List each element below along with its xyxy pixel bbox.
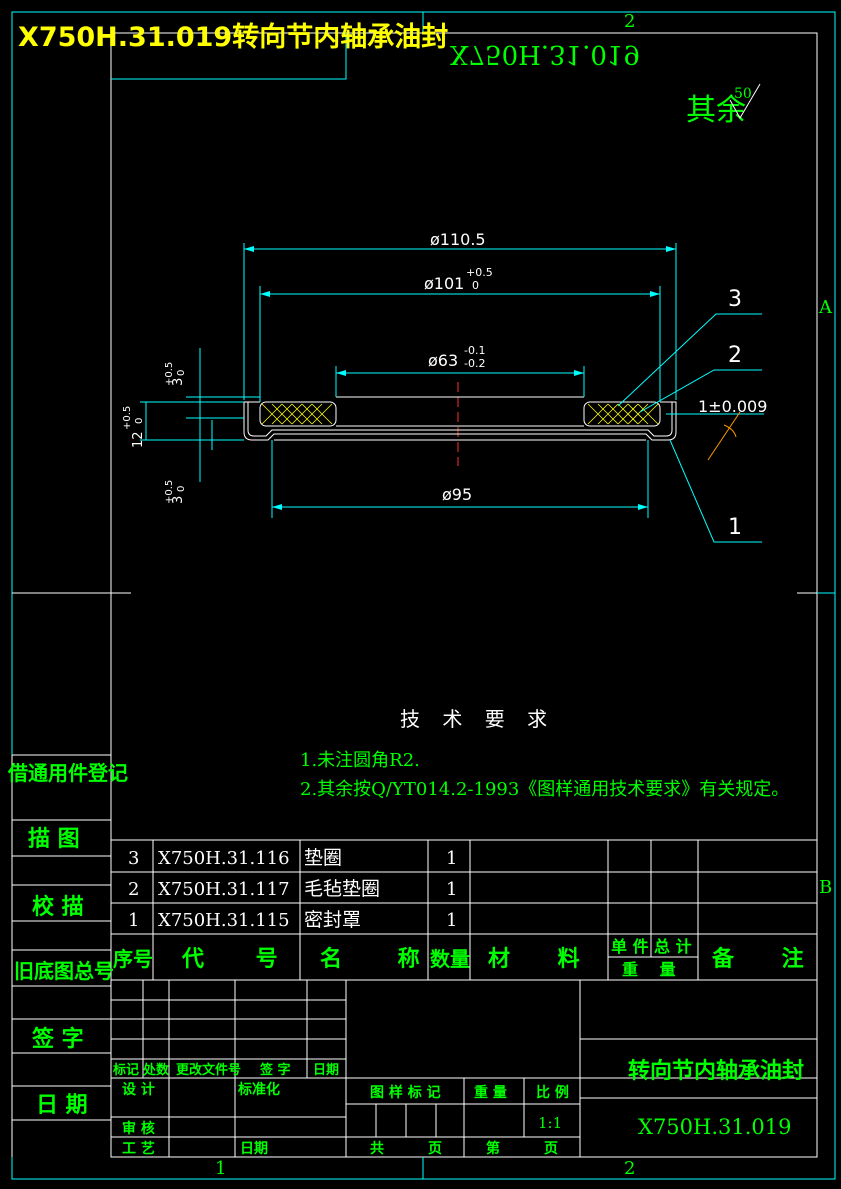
seal-cover bbox=[243, 401, 677, 441]
dim-d4: ø95 bbox=[442, 485, 472, 504]
dim-d3: ø63 bbox=[428, 351, 458, 370]
tb-scale-value: 1:1 bbox=[538, 1114, 562, 1132]
bom-row-2-no: 2 bbox=[128, 879, 139, 900]
bom-row-1-code: X750H.31.115 bbox=[158, 910, 290, 931]
roughness-symbol-icon bbox=[729, 83, 761, 120]
svg-text:0: 0 bbox=[134, 418, 145, 424]
bom-header-unit: 单 件 bbox=[611, 937, 649, 956]
mirror-code-box bbox=[111, 33, 347, 80]
page-title: X750H.31.019转向节内轴承油封 bbox=[18, 21, 448, 53]
tb-standard: 标准化 bbox=[237, 1081, 280, 1098]
bom-row-2-name: 毛毡垫圈 bbox=[304, 878, 380, 900]
tb-review: 审 核 bbox=[122, 1120, 155, 1137]
bom-header-remark: 备 注 bbox=[711, 946, 824, 972]
bom-row-3-name: 垫圈 bbox=[304, 847, 342, 869]
callout-leader-1 bbox=[669, 439, 762, 543]
bom-row-3-qty: 1 bbox=[446, 848, 457, 869]
bom-header-qty: 数量 bbox=[430, 947, 470, 971]
callout-leader-3 bbox=[617, 313, 762, 407]
tb-part-name: 转向节内轴承油封 bbox=[628, 1058, 804, 1084]
rev-h-count: 处数 bbox=[142, 1062, 170, 1078]
bom-header-no: 序号 bbox=[113, 947, 153, 971]
inner-frame bbox=[110, 32, 818, 1158]
bom-row-2-code: X750H.31.117 bbox=[158, 879, 290, 900]
tb-weight: 重 量 bbox=[474, 1084, 507, 1101]
dim-h2: 12 bbox=[131, 431, 146, 448]
side-label-1: 描 图 bbox=[28, 826, 80, 852]
tb-total: 共 bbox=[370, 1140, 384, 1157]
bom-header-total: 总 计 bbox=[654, 937, 692, 956]
side-label-0: 借通用件登记 bbox=[7, 761, 128, 785]
tech-req-item-1: 1.未注圆角R2. bbox=[300, 750, 420, 771]
bom-table: 3 X750H.31.116 垫圈 1 2 X750H.31.117 毛毡垫圈 … bbox=[111, 839, 824, 981]
dim-h1: 3 bbox=[171, 378, 186, 386]
svg-text:0: 0 bbox=[176, 486, 187, 492]
side-label-3: 旧底图总号 bbox=[14, 959, 114, 983]
svg-text:0: 0 bbox=[472, 279, 479, 292]
dim-d1: ø110.5 bbox=[430, 230, 486, 249]
grid-label-a: A bbox=[818, 297, 833, 318]
bom-row-2-qty: 1 bbox=[446, 879, 457, 900]
felt-right bbox=[583, 401, 661, 427]
part-drawing: ø110.5 ø101 +0.5 0 ø63 -0.1 -0.2 ø95 bbox=[122, 230, 767, 543]
bom-header-name: 名 称 bbox=[320, 946, 444, 972]
grid-label-bottom-2: 2 bbox=[624, 1158, 635, 1179]
rev-h-doc: 更改文件号 bbox=[176, 1062, 241, 1078]
svg-text:-0.2: -0.2 bbox=[464, 357, 485, 370]
svg-text:-0.1: -0.1 bbox=[464, 344, 485, 357]
bom-row-1-qty: 1 bbox=[446, 910, 457, 931]
side-label-2: 校 描 bbox=[32, 894, 84, 920]
grid-label-bottom-1: 1 bbox=[215, 1158, 226, 1179]
rev-h-mark: 标记 bbox=[112, 1062, 139, 1078]
bom-header-code: 代 号 bbox=[181, 946, 300, 972]
bom-row-1-no: 1 bbox=[128, 910, 139, 931]
tb-part-code: X750H.31.019 bbox=[638, 1115, 792, 1139]
mirror-code: X750H.31.019 bbox=[450, 39, 640, 69]
callout-3: 3 bbox=[728, 287, 742, 312]
tb-design: 设 计 bbox=[122, 1081, 155, 1098]
bom-row-1-name: 密封罩 bbox=[304, 909, 361, 931]
tech-req-title: 技 术 要 求 bbox=[400, 707, 555, 731]
dim-runout: 1±0.009 bbox=[698, 397, 767, 416]
grid-label-b: B bbox=[819, 877, 832, 898]
bom-row-3-code: X750H.31.116 bbox=[158, 848, 290, 869]
callout-2: 2 bbox=[728, 343, 742, 368]
bom-row-3-no: 3 bbox=[128, 848, 139, 869]
callout-leader-2 bbox=[639, 369, 762, 413]
bom-header-material: 材 料 bbox=[488, 946, 600, 972]
tb-page: 页 bbox=[428, 1141, 442, 1157]
dim-d2: ø101 bbox=[424, 274, 464, 293]
title-block: 标记 处数 更改文件号 签 字 日期 设 计 标准化 审 核 工 艺 日期 图 … bbox=[111, 980, 817, 1157]
side-label-5: 日 期 bbox=[36, 1092, 88, 1118]
outer-frame bbox=[11, 11, 836, 1180]
svg-text:+0.5: +0.5 bbox=[466, 266, 493, 279]
tech-req-item-2: 2.其余按Q/YT014.2-1993《图样通用技术要求》有关规定。 bbox=[300, 779, 789, 800]
side-label-4: 签 字 bbox=[31, 1026, 84, 1052]
svg-text:+0.5: +0.5 bbox=[164, 480, 175, 504]
tb-process: 工 艺 bbox=[122, 1140, 155, 1157]
tb-sheet: 第 bbox=[486, 1140, 500, 1157]
rev-h-date: 日期 bbox=[313, 1063, 339, 1078]
bom-header-weight: 重 量 bbox=[622, 960, 684, 979]
svg-text:+0.5: +0.5 bbox=[122, 406, 133, 430]
felt-left bbox=[259, 401, 337, 427]
roughness-value: 50 bbox=[734, 86, 752, 102]
tb-scale: 比 例 bbox=[536, 1084, 569, 1101]
tb-page2: 页 bbox=[544, 1141, 558, 1157]
rev-h-sign: 签 字 bbox=[259, 1062, 291, 1078]
svg-text:+0.5: +0.5 bbox=[164, 362, 175, 386]
dim-h3: 3 bbox=[171, 496, 186, 504]
svg-text:0: 0 bbox=[176, 370, 187, 376]
tb-date: 日期 bbox=[240, 1141, 268, 1157]
side-panel: 借通用件登记 描 图 校 描 旧底图总号 签 字 日 期 bbox=[7, 754, 128, 1157]
callout-1: 1 bbox=[728, 515, 742, 540]
grid-label-top-2: 2 bbox=[624, 11, 635, 32]
tb-pattern-mark: 图 样 标 记 bbox=[370, 1084, 441, 1101]
